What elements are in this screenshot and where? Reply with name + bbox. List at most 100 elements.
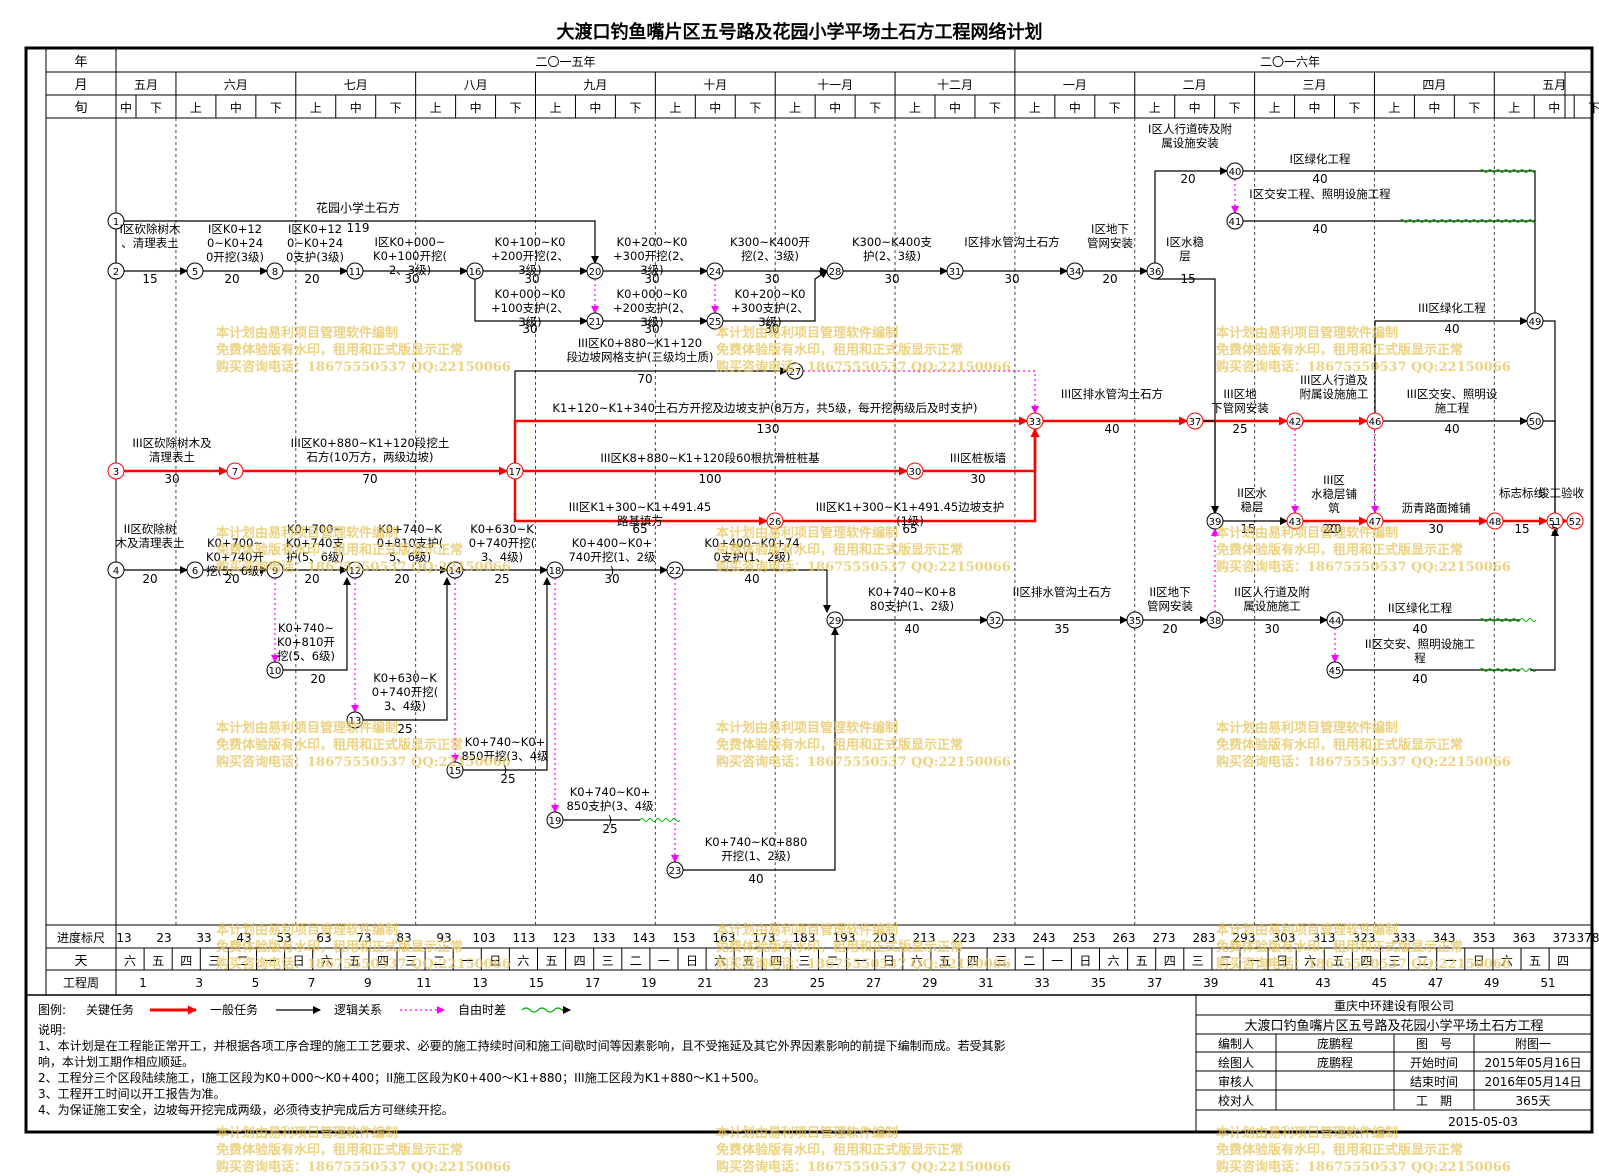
task-duration: 25 [397,722,412,736]
task-label: 0支护(3级) [286,250,344,264]
node-number: 13 [349,716,362,727]
note-line: 1、本计划是在工程能正常开工，并根据各项工序合理的施工工艺要求、必要的施工持续时… [38,1038,1006,1053]
day-cell: 四 [1164,954,1176,968]
node-number: 7 [232,467,238,478]
task-duration: 5 [1551,522,1559,536]
node-circle [706,312,724,330]
task-label: Ⅰ区水稳 [1166,235,1204,249]
week-cell: 21 [697,976,712,990]
scale-tick: 283 [1193,931,1216,945]
task-arrow [363,577,451,721]
task-label: 3、4级) [384,699,426,713]
node-number: 15 [449,766,462,777]
info-value: 2015年05月16日 [1484,1056,1581,1070]
task-label: K0+100开挖( [373,249,447,263]
free-float [1479,668,1537,672]
task-duration: 40 [1412,622,1427,636]
table-date: 2015-05-03 [1448,1115,1518,1129]
task-label: ) [610,564,615,578]
task-duration: 25 [602,822,617,836]
xun-label: 中 [709,100,721,115]
scale-tick: 153 [673,931,696,945]
node-number: 14 [449,566,462,577]
node-number: 20 [589,267,602,278]
info-value: 庞鹏程 [1317,1055,1353,1070]
day-cell: 六 [517,954,529,968]
task-duration: 25 [494,572,509,586]
task-label: 下管网安装 [1211,401,1269,415]
task-label: 0+810支护( [377,536,443,550]
task-duration: 20 [304,272,319,286]
day-label: 天 [74,954,87,969]
day-cell: 二 [826,954,838,968]
task-duration: 119 [347,221,370,235]
info-value: 附图一 [1515,1037,1551,1051]
node-circle [1206,512,1224,530]
free-float [639,818,681,822]
task-label: 筑 [1328,501,1340,515]
xun-label: 中 [1189,100,1201,115]
chart-title: 大渡口钓鱼嘴片区五号路及花园小学平场土石方工程网络计划 [556,22,1043,43]
task-duration: 35 [1054,622,1069,636]
scale-tick: 163 [713,931,736,945]
logic-arrow [803,370,1039,414]
task-label: +200开挖(2、 [491,249,569,263]
free-float [1479,169,1537,173]
node-number: 27 [789,367,802,378]
xun-label: 中 [350,100,362,115]
row-label: 年 [74,55,87,70]
node-number: 50 [1529,417,1542,428]
node-circle [1226,162,1244,180]
xun-label: 上 [1388,101,1400,115]
node-number: 38 [1209,616,1222,627]
day-cell: 一 [1248,954,1260,968]
week-cell: 25 [810,976,825,990]
scale-tick: 213 [913,931,936,945]
task-duration: 20 [304,572,319,586]
xun-label: 下 [390,101,402,115]
task-label: 属设施施工 [1243,599,1301,613]
info-value: 365天 [1516,1094,1551,1108]
task-label: 3级) [518,315,541,329]
node-circle [1366,412,1384,430]
node-circle [826,262,844,280]
day-cell: 三 [405,954,417,968]
task-arrow [513,416,1028,463]
free-float [1399,219,1537,223]
scale-tick: 273 [1153,931,1176,945]
node-number: 11 [349,267,362,278]
day-cell: 二 [236,954,248,968]
node-number: 36 [1149,267,1162,278]
task-duration: 20 [1102,272,1117,286]
node-circle [107,462,125,480]
month-label: 十一月 [817,78,853,92]
task-label: K0+200~K0 [617,235,688,249]
task-arrow [463,577,551,771]
node-circle [1026,412,1044,430]
task-duration: 20 [1162,622,1177,636]
scale-tick: 113 [513,931,536,945]
task-label: 挖(5、6级) [277,649,335,663]
scale-tick: 373 [1553,931,1576,945]
node-circle [786,362,804,380]
task-label: III区 [1323,473,1345,487]
node-number: 40 [1229,167,1242,178]
task-label: 石方(10万方，两级边坡) [306,450,433,464]
node-number: 41 [1229,217,1242,228]
node-circle [1486,512,1504,530]
node-circle [266,561,284,579]
row-label: 月 [74,78,87,93]
task-duration: 15 [1240,522,1255,536]
node-circle [666,861,684,879]
month-label: 十二月 [937,78,973,92]
task-arrow [1530,528,1559,671]
node-number: 23 [669,866,682,877]
xun-label: 下 [510,101,522,115]
node-number: 2 [113,267,119,278]
task-label: 标志标线 [1499,486,1545,500]
task-label: 740开挖(1、2级 [568,550,656,564]
node-number: 35 [1129,616,1142,627]
day-cell: 五 [349,954,361,968]
task-duration: 15 [1180,272,1195,286]
